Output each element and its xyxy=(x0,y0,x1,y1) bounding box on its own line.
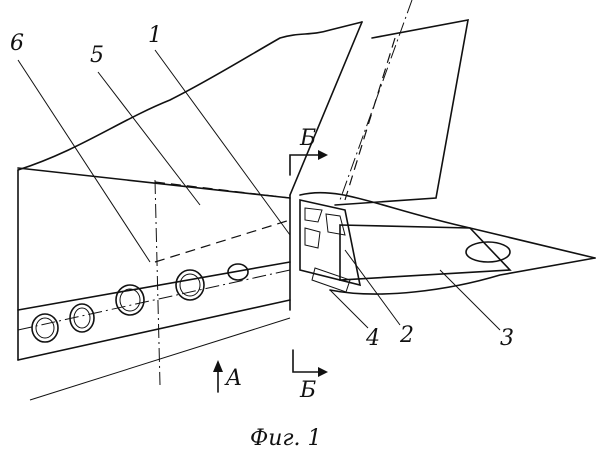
label-view-a: A xyxy=(224,366,242,391)
label-2: 2 xyxy=(399,323,414,348)
cutout-2 xyxy=(305,228,320,248)
fin-box xyxy=(335,20,468,205)
section-arrow-top xyxy=(318,150,328,160)
leader-3 xyxy=(440,270,500,330)
label-1: 1 xyxy=(148,23,162,48)
cutout-1 xyxy=(305,208,322,222)
wing-bottom-line xyxy=(18,300,290,360)
figure-caption: Фиг. 1 xyxy=(250,426,322,451)
section-mark-top xyxy=(290,155,318,175)
leader-6 xyxy=(18,60,150,262)
label-6: 6 xyxy=(10,31,24,56)
bracket-4 xyxy=(300,200,360,285)
leader-4 xyxy=(330,290,368,328)
pod-strut xyxy=(340,225,510,280)
centerline xyxy=(18,270,290,330)
cutout-3 xyxy=(326,214,345,235)
label-3: 3 xyxy=(500,326,514,351)
hidden-line-mid xyxy=(155,220,290,262)
label-5: 5 xyxy=(90,43,104,68)
hidden-line-top xyxy=(155,182,290,198)
section-arrow-bottom xyxy=(318,367,328,377)
wing-upper-line xyxy=(18,168,290,198)
section-mark-bottom xyxy=(293,350,318,372)
fin-hidden-1 xyxy=(345,38,395,200)
pod-section xyxy=(466,242,510,262)
label-4: 4 xyxy=(365,326,380,351)
leader-1 xyxy=(155,50,290,235)
vertical-axis-5 xyxy=(155,180,160,385)
pod-lower xyxy=(330,258,595,294)
label-section-top: Б xyxy=(299,126,316,151)
wing-lower-line xyxy=(18,262,290,310)
view-arrow-head xyxy=(213,360,223,372)
bottom-extension xyxy=(30,318,290,400)
fin-axis xyxy=(340,0,412,200)
label-section-bottom: Б xyxy=(299,378,316,403)
